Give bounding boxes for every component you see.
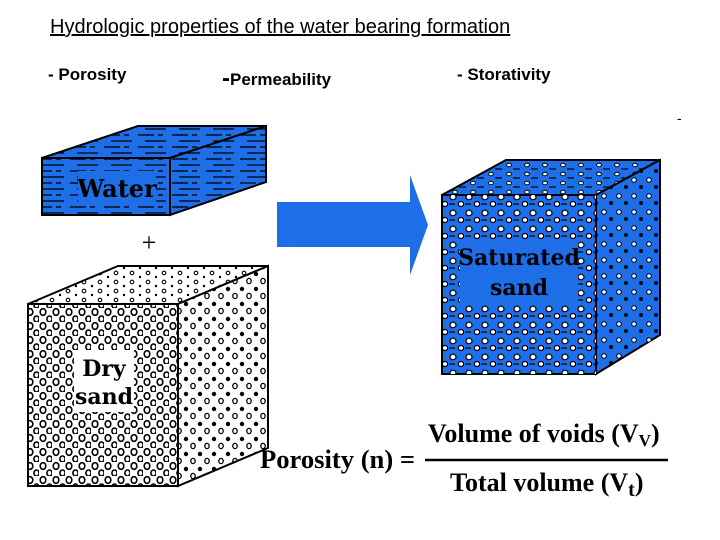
numerator-subscript: V: [639, 431, 652, 450]
property-porosity: - Porosity: [48, 65, 126, 85]
bullet-dash: -: [48, 65, 54, 84]
numerator-close: ): [651, 419, 660, 448]
saturated-sand-cube: Saturated sand: [441, 158, 661, 376]
property-label: Porosity: [53, 65, 127, 84]
denominator-text: Total volume (V: [450, 468, 628, 497]
denominator-close: ): [635, 468, 644, 497]
denominator-subscript: t: [628, 479, 635, 501]
plus-sign: +: [142, 228, 157, 257]
formula-lhs: Porosity (n) =: [260, 445, 415, 474]
formula-numerator: Volume of voids (VV): [428, 419, 660, 450]
dry-label-line1: Dry: [82, 356, 127, 382]
saturated-label-line2: sand: [490, 275, 548, 301]
stray-mark: -: [677, 110, 682, 126]
water-block: Water: [41, 124, 267, 217]
page-title: Hydrologic properties of the water beari…: [50, 16, 511, 38]
water-label: Water: [76, 174, 157, 203]
bullet-dash: -: [222, 65, 230, 92]
property-label: Storativity: [462, 65, 551, 84]
property-permeability: -Permeability: [222, 65, 331, 93]
formula-denominator: Total volume (Vt): [450, 468, 644, 501]
porosity-formula: Porosity (n) = Volume of voids (VV) Tota…: [260, 419, 668, 501]
dry-label-line2: sand: [75, 384, 133, 410]
numerator-text: Volume of voids (V: [428, 419, 639, 448]
property-storativity: - Storativity: [457, 65, 551, 85]
bullet-dash: -: [457, 65, 463, 84]
arrow-icon: [277, 175, 428, 275]
property-label: Permeability: [230, 70, 332, 89]
dry-sand-cube: Dry sand: [27, 264, 269, 488]
saturated-label-line1: Saturated: [458, 245, 580, 271]
